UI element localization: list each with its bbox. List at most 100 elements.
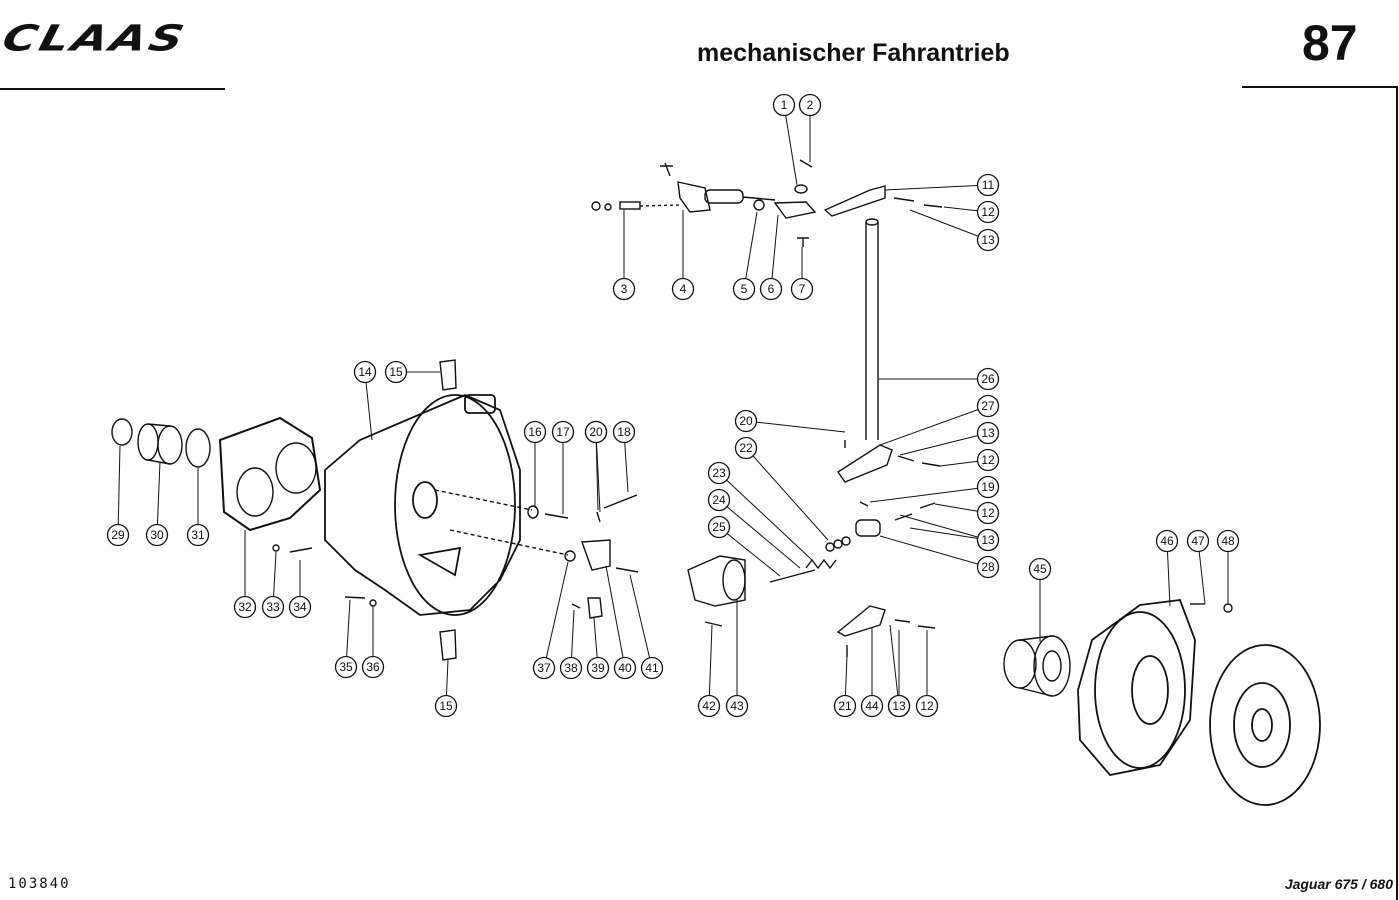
parts-artwork <box>111 159 1321 806</box>
callout-circle <box>353 360 377 384</box>
leader-line-25 <box>718 526 781 577</box>
callout-28: 28 <box>976 555 1000 579</box>
leader-line-29 <box>117 445 121 536</box>
callout-label: 30 <box>150 528 164 542</box>
callout-circle <box>976 173 1000 197</box>
callout-15: 15 <box>384 360 408 384</box>
callout-label: 43 <box>730 699 744 713</box>
callout-label: 13 <box>892 699 906 713</box>
leader-line-30 <box>156 461 161 536</box>
callout-13: 13 <box>976 421 1000 445</box>
callout-circle <box>833 694 857 718</box>
callout-circle <box>759 277 783 301</box>
callout-circle <box>613 656 637 680</box>
callout-label: 21 <box>838 699 852 713</box>
callout-43: 43 <box>725 694 749 718</box>
bracket-part <box>581 539 611 571</box>
callout-label: 12 <box>981 205 995 219</box>
pressure-plate-part <box>1077 599 1196 776</box>
callout-38: 38 <box>559 656 583 680</box>
callout-label: 39 <box>591 661 605 675</box>
callout-circle <box>361 655 385 679</box>
leader-line-13 <box>909 209 989 241</box>
callout-label: 37 <box>537 661 551 675</box>
master-cylinder-part <box>660 162 776 213</box>
guide-sleeve-part <box>687 555 746 607</box>
callout-circle <box>145 523 169 547</box>
callout-label: 20 <box>589 425 603 439</box>
callout-label: 26 <box>981 372 995 386</box>
callout-circle <box>976 394 1000 418</box>
callout-35: 35 <box>334 655 358 679</box>
callout-label: 18 <box>617 425 631 439</box>
leader-line-13 <box>899 432 989 456</box>
callout-label: 45 <box>1033 562 1047 576</box>
callout-label: 15 <box>389 365 403 379</box>
clutch-disc-part <box>1209 644 1321 806</box>
callout-circle <box>798 93 822 117</box>
callout-circle <box>887 694 911 718</box>
callout-label: 13 <box>981 533 995 547</box>
callout-label: 20 <box>739 414 753 428</box>
leader-line-20 <box>595 431 601 513</box>
callout-circle <box>671 277 695 301</box>
callout-42: 42 <box>697 694 721 718</box>
callout-21: 21 <box>833 694 857 718</box>
callout-circle <box>261 595 285 619</box>
gasket-part <box>218 416 322 532</box>
callout-19: 19 <box>976 475 1000 499</box>
callout-48: 48 <box>1216 529 1240 553</box>
callout-5: 5 <box>732 277 756 301</box>
callout-29: 29 <box>106 523 130 547</box>
callout-circle <box>915 694 939 718</box>
clevis-part <box>773 201 817 219</box>
leader-line-35 <box>345 599 351 668</box>
callout-label: 14 <box>358 365 372 379</box>
coupling-part <box>855 519 881 537</box>
callout-circle <box>725 694 749 718</box>
callout-12: 12 <box>976 448 1000 472</box>
callout-label: 32 <box>238 600 252 614</box>
callout-label: 33 <box>266 600 280 614</box>
callout-circle <box>732 277 756 301</box>
callout-23: 23 <box>707 461 731 485</box>
callout-47: 47 <box>1186 529 1210 553</box>
callout-34: 34 <box>288 595 312 619</box>
callout-label: 40 <box>618 661 632 675</box>
leader-line-5 <box>743 211 758 290</box>
lower-lever-part <box>837 444 893 483</box>
callout-circle <box>532 656 556 680</box>
callout-circle <box>976 475 1000 499</box>
callout-26: 26 <box>976 367 1000 391</box>
callout-37: 37 <box>532 656 556 680</box>
callout-20: 20 <box>584 420 608 444</box>
lower-dowel-part <box>439 629 457 661</box>
callout-label: 1 <box>781 98 788 112</box>
callout-circle <box>976 421 1000 445</box>
bearing-part <box>137 423 183 465</box>
callout-circle <box>334 655 358 679</box>
callout-circle <box>1155 529 1179 553</box>
leader-line-19 <box>869 486 989 503</box>
callout-label: 47 <box>1191 534 1205 548</box>
release-bearing-part <box>1003 635 1071 697</box>
callout-label: 12 <box>920 699 934 713</box>
callout-circle <box>384 360 408 384</box>
callout-20: 20 <box>734 409 758 433</box>
leader-line-6 <box>770 214 779 290</box>
callout-label: 4 <box>680 282 687 296</box>
callout-11: 11 <box>976 173 1000 197</box>
callout-circle <box>707 515 731 539</box>
callout-7: 7 <box>790 277 814 301</box>
model-label: Jaguar 675 / 680 <box>1284 876 1393 892</box>
clutch-lever-part <box>836 605 886 637</box>
callout-circle <box>976 200 1000 224</box>
callout-bubbles: 1234567111212121212131313131314151516171… <box>106 93 1240 718</box>
callout-circle <box>434 694 458 718</box>
callout-circle <box>586 656 610 680</box>
callout-circle <box>523 420 547 444</box>
leader-line-28 <box>879 535 989 568</box>
bell-housing-part <box>324 394 521 616</box>
leader-line-20 <box>745 420 846 433</box>
callout-label: 16 <box>528 425 542 439</box>
